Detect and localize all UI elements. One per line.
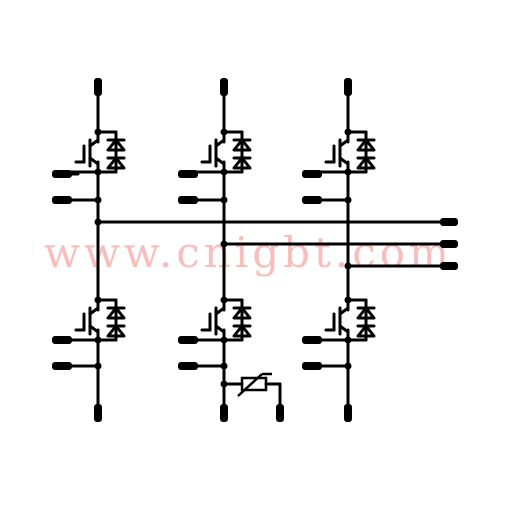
aux-emitter-terminal-upper-1[interactable] <box>52 196 72 204</box>
thermistor <box>220 372 284 422</box>
output-terminal-2[interactable] <box>440 240 458 248</box>
gate-terminal-lower-3[interactable] <box>302 336 322 344</box>
leg-1 <box>52 78 126 422</box>
igbt-upper-3 <box>310 127 376 177</box>
dc-plus-terminal-2[interactable] <box>220 78 228 96</box>
gate-terminal-lower-2[interactable] <box>178 336 198 344</box>
igbt-lower-3 <box>310 295 376 345</box>
dc-plus-terminal-1[interactable] <box>94 78 102 96</box>
igbt-upper-2 <box>186 127 252 177</box>
igbt-lower-2 <box>186 295 252 345</box>
aux-emitter-terminal-upper-3[interactable] <box>302 196 322 204</box>
dc-minus-terminal-2[interactable] <box>220 404 228 422</box>
dc-plus-terminal-3[interactable] <box>344 78 352 96</box>
thermistor-terminal[interactable] <box>276 404 284 422</box>
leg-2 <box>178 78 284 422</box>
output-terminal-1[interactable] <box>440 218 458 226</box>
aux-emitter-terminal-lower-3[interactable] <box>302 362 322 370</box>
gate-terminal-upper-2[interactable] <box>178 170 198 178</box>
dc-minus-terminal-1[interactable] <box>94 404 102 422</box>
output-buses <box>96 218 458 270</box>
aux-emitter-terminal-lower-2[interactable] <box>178 362 198 370</box>
aux-emitter-terminal-lower-1[interactable] <box>52 362 72 370</box>
aux-emitter-terminal-upper-2[interactable] <box>178 196 198 204</box>
leg-3 <box>302 78 376 422</box>
igbt-upper-1 <box>60 127 126 177</box>
dc-minus-terminal-3[interactable] <box>344 404 352 422</box>
gate-terminal-lower-1[interactable] <box>52 336 72 344</box>
gate-terminal-upper-1[interactable] <box>52 170 72 178</box>
output-terminal-3[interactable] <box>440 262 458 270</box>
igbt-lower-1 <box>60 295 126 345</box>
gate-terminal-upper-3[interactable] <box>302 170 322 178</box>
